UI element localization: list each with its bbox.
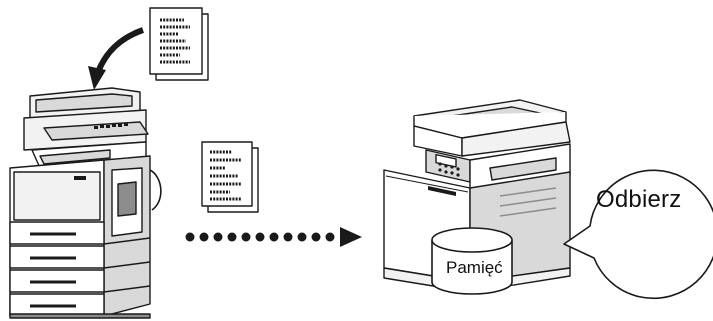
sent-document-icon [201,141,259,213]
document-feed-icon [149,7,209,81]
feed-arrow [88,27,145,90]
receive-bubble-label: Odbierz [596,186,682,213]
source-mfp-icon [9,87,162,319]
memory-label: Pamięć [446,258,503,277]
transfer-arrow [185,227,362,247]
memory-cylinder-icon [431,227,513,295]
receive-speech-bubble [563,169,713,300]
